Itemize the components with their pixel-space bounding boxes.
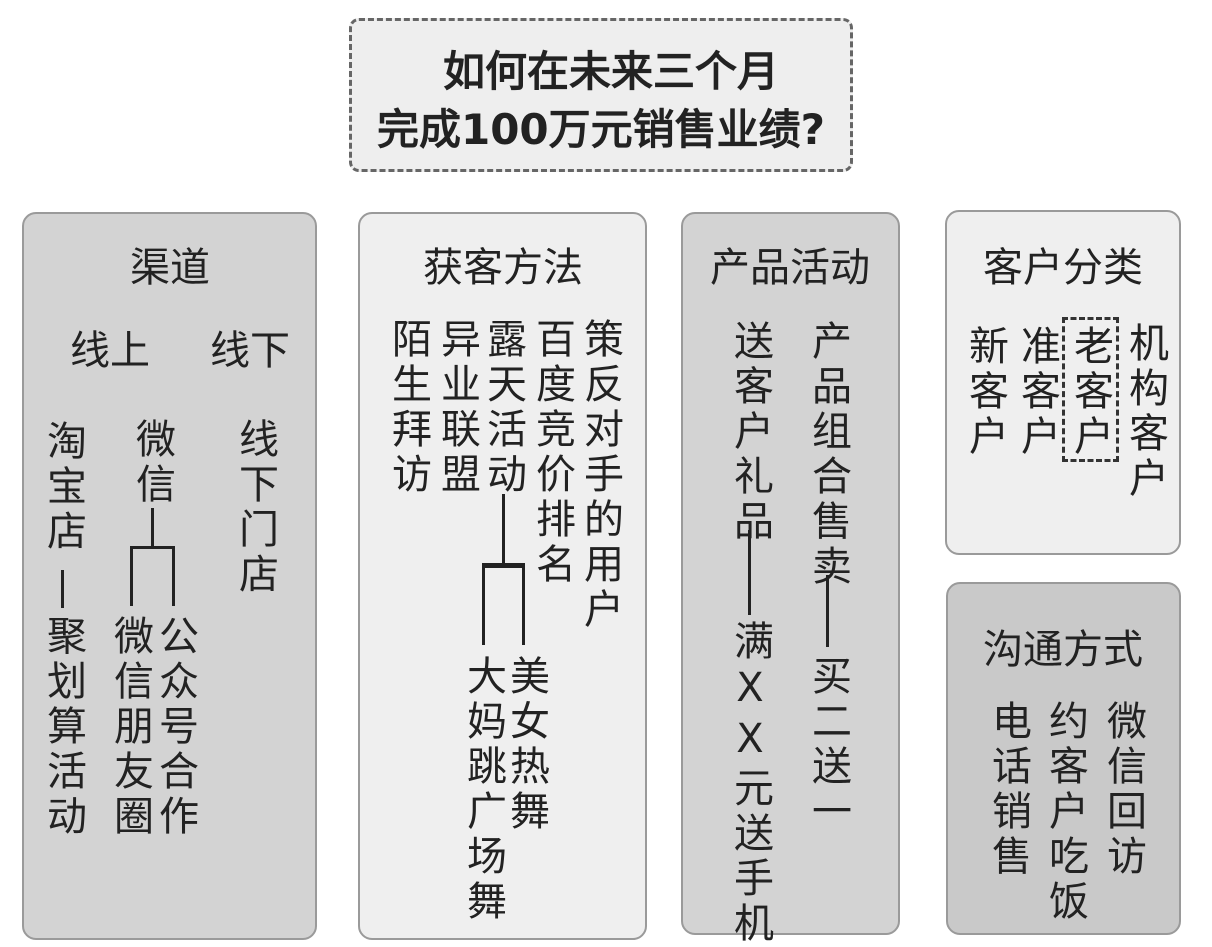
product-heading: 产品活动 [710,245,870,291]
connector [502,494,505,566]
dinner-node: 约客户吃饭 [1042,700,1088,925]
alliance-node: 异业联盟 [434,318,480,498]
old-customer-node: 老客户 [1067,325,1113,460]
connector [748,530,751,615]
channels-panel [22,212,317,940]
dance-node: 美女热舞 [503,655,549,835]
new-customer-node: 新客户 [962,325,1008,460]
online-label: 线上 [70,328,150,374]
product-panel [681,212,900,935]
highlight-frame [1062,317,1119,462]
connector [130,546,133,606]
institution-customer-node: 机构客户 [1122,322,1168,502]
wechat-moments-node: 微信朋友圈 [107,615,153,840]
connector [151,508,154,548]
prospect-customer-node: 准客户 [1014,325,1060,460]
phone-gift-node: 满XX元送手机 [727,620,773,947]
connector [61,570,64,608]
acquisition-heading: 获客方法 [423,245,583,291]
connector [482,563,485,645]
wechat-followup-node: 微信回访 [1100,700,1146,880]
buy-two-node: 买二送一 [805,655,851,835]
bundle-node: 产品组合售卖 [805,320,851,590]
connector [522,563,525,645]
gift-node: 送客户礼品 [727,320,773,545]
baidu-node: 百度竞价排名 [529,318,575,588]
acquisition-panel [358,212,647,940]
connector [130,546,175,549]
offline-store-node: 线下门店 [232,418,278,598]
phone-sales-node: 电话销售 [985,700,1031,880]
cold-visit-node: 陌生拜访 [385,318,431,498]
official-account-node: 公众号合作 [152,615,198,840]
connector [826,575,829,647]
juhuasuan-node: 聚划算活动 [40,615,86,840]
communication-heading: 沟通方式 [983,627,1143,673]
taobao-node: 淘宝店 [40,420,86,555]
customers-heading: 客户分类 [983,245,1143,291]
offline-label: 线下 [210,328,290,374]
communication-panel [946,582,1181,935]
competitor-node: 策反对手的用户 [577,318,623,633]
square-dance-node: 大妈跳广场舞 [460,655,506,925]
central-question: 如何在未来三个月 完成100万元销售业绩? [349,18,853,172]
connector [482,563,525,568]
channels-heading: 渠道 [130,245,210,291]
title-line-2: 完成100万元销售业绩? [376,105,826,154]
wechat-node: 微信 [129,418,175,508]
connector [172,546,175,606]
outdoor-node: 露天活动 [480,318,526,498]
title-line-1: 如何在未来三个月 [442,47,779,96]
